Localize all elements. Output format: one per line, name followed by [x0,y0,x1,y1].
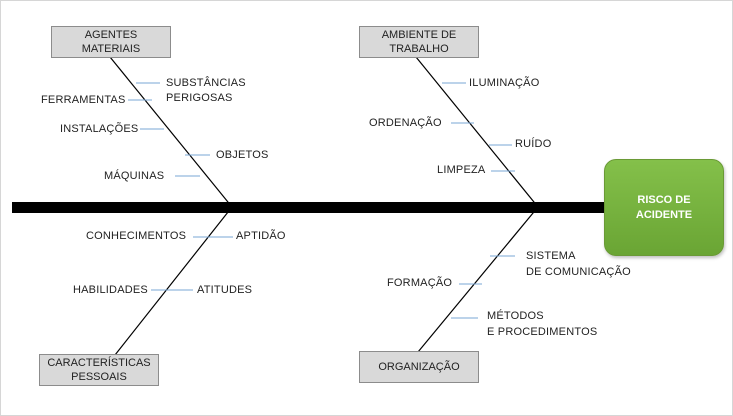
cause-formacao: FORMAÇÃO [387,277,453,289]
cause-habilidades: HABILIDADES [73,284,148,296]
cause-iluminacao: ILUMINAÇÃO [469,77,540,89]
bone-caracteristicas-pessoais [114,206,233,356]
cause-conhecimentos: CONHECIMENTOS [86,230,187,242]
bone-agentes-materiais [109,56,233,208]
cause-limpeza: LIMPEZA [437,164,486,176]
cause-atitudes: ATITUDES [197,284,253,296]
bone-ambiente-de-trabalho [415,56,539,208]
category-agentes-materiais: AGENTES MATERIAIS [51,26,171,58]
cause-maquinas: MÁQUINAS [104,170,165,182]
cause-instalacoes: INSTALAÇÕES [60,123,139,135]
cause-ordenacao: ORDENAÇÃO [369,117,442,129]
cause-ferramentas: FERRAMENTAS [41,94,126,106]
cause-objetos: OBJETOS [216,149,269,161]
cause-sistema-de-comunicacao: SISTEMA DE COMUNICAÇÃO [526,250,631,278]
category-caracteristicas-pessoais: CARACTERÍSTICAS PESSOAIS [39,354,159,386]
cause-ruido: RUÍDO [515,138,552,150]
category-ambiente-de-trabalho: AMBIENTE DE TRABALHO [359,26,479,58]
main-spine [12,202,606,213]
category-organizacao: ORGANIZAÇÃO [359,351,479,383]
cause-aptidao: APTIDÃO [236,230,286,242]
cause-substancias-perigosas: SUBSTÂNCIAS PERIGOSAS [166,77,246,104]
cause-metodos-e-procedimentos: MÉTODOS E PROCEDIMENTOS [487,310,598,338]
effect-risco-de-acidente: RISCO DE ACIDENTE [604,159,724,256]
bone-organizacao [417,206,539,353]
